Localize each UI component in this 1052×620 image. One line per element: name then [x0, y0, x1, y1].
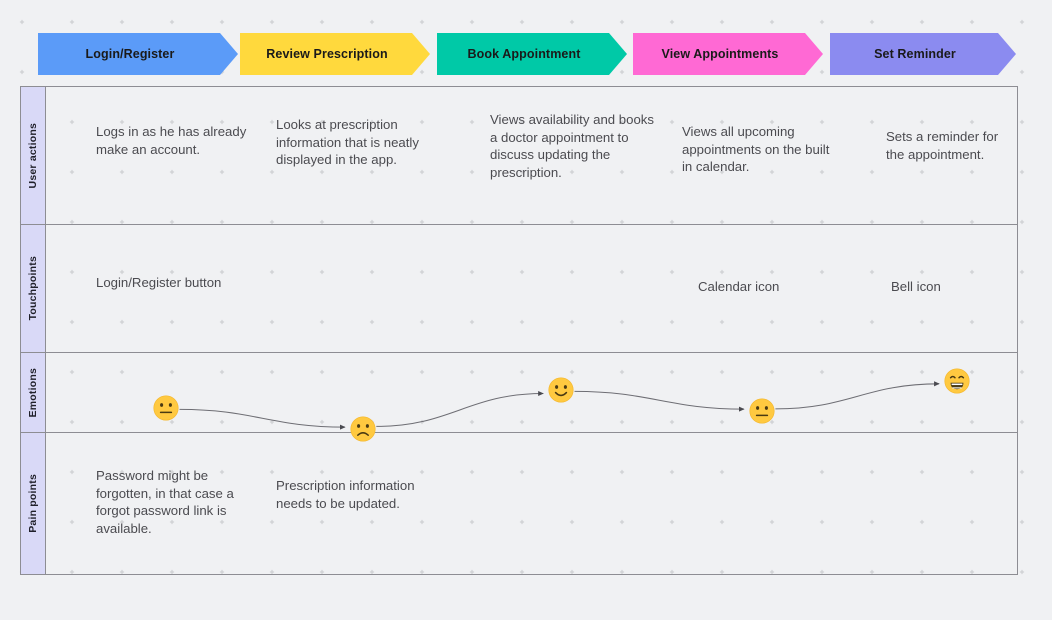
journey-row-touchpoints: Touchpoints Login/Register button Calendar…	[21, 225, 1017, 353]
row-cells: Logs in as he has already make an accoun…	[46, 87, 1017, 224]
stage-arrow-4[interactable]: View Appointments	[633, 33, 823, 75]
stage-label: View Appointments	[661, 47, 779, 61]
cell-text[interactable]: Logs in as he has already make an accoun…	[96, 124, 247, 157]
cell-text[interactable]: Looks at prescription information that i…	[276, 117, 419, 168]
row-cells	[46, 353, 1017, 442]
emotion-neutral-icon[interactable]	[153, 395, 179, 421]
cell-text[interactable]: Login/Register button	[96, 275, 222, 290]
row-label-text: Touchpoints	[27, 256, 39, 321]
stage-arrow-5[interactable]: Set Reminder	[830, 33, 1016, 75]
stage-arrow-3[interactable]: Book Appointment	[437, 33, 627, 75]
row-label-text: User actions	[27, 122, 39, 189]
row-label-emotions[interactable]: Emotions	[21, 353, 46, 432]
journey-map-table: User actions Logs in as he has already ma…	[20, 86, 1018, 575]
row-label-pain-points[interactable]: Pain points	[21, 433, 46, 574]
cell-text[interactable]: Calendar icon	[698, 279, 780, 294]
emotion-grinning-icon[interactable]	[944, 368, 970, 394]
row-label-text: Pain points	[27, 474, 39, 533]
stage-label: Book Appointment	[467, 47, 581, 61]
cell-text[interactable]: Views all upcoming appointments on the b…	[682, 124, 830, 175]
stage-header: Login/Register Review Prescription Book Ap…	[0, 0, 1052, 86]
cell-text[interactable]: Prescription information needs to be upd…	[276, 478, 415, 511]
cell-text[interactable]: Sets a reminder for the appointment.	[886, 129, 999, 162]
row-label-touchpoints[interactable]: Touchpoints	[21, 225, 46, 352]
emotion-sad-icon[interactable]	[350, 416, 376, 442]
row-cells: Login/Register button Calendar icon Bell i…	[46, 225, 1017, 352]
cell-text[interactable]: Password might be forgotten, in that cas…	[96, 468, 234, 536]
stage-arrow-1[interactable]: Login/Register	[38, 33, 238, 75]
row-cells: Password might be forgotten, in that cas…	[46, 433, 1017, 574]
cell-text[interactable]: Views availability and books a doctor ap…	[490, 112, 654, 180]
row-label-text: Emotions	[27, 367, 39, 418]
emotion-curve	[179, 381, 940, 430]
stage-label: Login/Register	[85, 47, 175, 61]
row-label-user-actions[interactable]: User actions	[21, 87, 46, 224]
stage-arrow-2[interactable]: Review Prescription	[240, 33, 430, 75]
stage-label: Set Reminder	[874, 47, 956, 61]
journey-row-pain-points: Pain points Password might be forgotten, …	[21, 433, 1017, 574]
journey-row-emotions: Emotions	[21, 353, 1017, 442]
journey-row-user-actions: User actions Logs in as he has already ma…	[21, 87, 1017, 225]
cell-text[interactable]: Bell icon	[891, 279, 941, 294]
emotion-curve-layer	[46, 353, 1017, 442]
emotion-happy-icon[interactable]	[548, 377, 574, 403]
emotion-neutral-icon[interactable]	[749, 398, 775, 424]
stage-label: Review Prescription	[266, 47, 388, 61]
